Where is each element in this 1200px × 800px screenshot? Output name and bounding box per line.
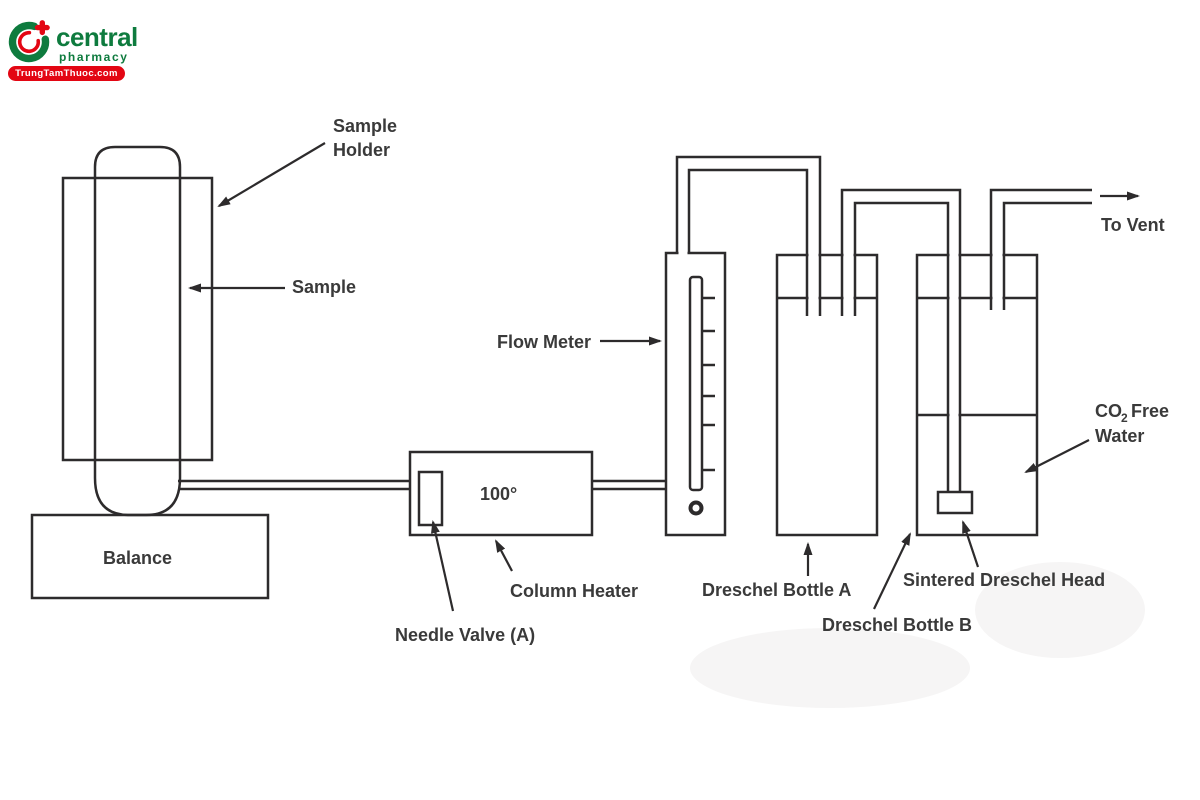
- sintered-dreschel-head-shape: [936, 490, 974, 515]
- to-vent-label: To Vent: [1101, 215, 1165, 235]
- logo-c-icon: [8, 20, 50, 63]
- sample-holder-shape: [61, 176, 214, 462]
- flow-meter-shape: [664, 251, 727, 537]
- balance-shape: [30, 513, 270, 600]
- sample-holder-label-line1: Sample: [333, 116, 397, 136]
- bottle-b-arrow: [873, 532, 911, 610]
- flow-meter-tube: [688, 275, 704, 492]
- flow-meter-label: Flow Meter: [497, 332, 591, 352]
- logo-plus-icon: [34, 20, 50, 36]
- logo-red-arc: [17, 30, 41, 54]
- background-smudge: [975, 562, 1145, 658]
- balance-label: Balance: [103, 548, 172, 568]
- pipe-sample-to-heater: [178, 479, 410, 491]
- background-smudge: [690, 628, 970, 708]
- pipe-flowmeter-to-bottle-a: [675, 155, 822, 316]
- sample-label: Sample: [292, 277, 356, 297]
- tube-mask: [843, 250, 854, 316]
- dreschel-bottle-b-shape: [915, 253, 1039, 537]
- sample-holder-arrow: [217, 142, 326, 208]
- co2-label-line2: Water: [1095, 426, 1144, 446]
- sintered-head-label: Sintered Dreschel Head: [903, 570, 1105, 590]
- pipe-bottle-a-to-bottle-b: [840, 188, 962, 492]
- logo-green-arc: [8, 21, 50, 63]
- flow-meter-float: [688, 500, 704, 516]
- column-heater-label: Column Heater: [510, 581, 638, 601]
- tube-mask: [949, 250, 959, 490]
- column-heater-shape: [408, 450, 594, 537]
- co2-label-suffix: Free: [1131, 401, 1169, 421]
- flow-meter-scale-ticks: [702, 296, 715, 472]
- logo-domain-badge: TrungTamThuoc.com: [8, 66, 125, 81]
- sample-holder-label-line2: Holder: [333, 140, 390, 160]
- tube-mask: [808, 250, 819, 316]
- co2-water-arrow: [1024, 439, 1090, 473]
- temperature-label: 100°: [480, 484, 517, 504]
- dreschel-bottle-a-label: Dreschel Bottle A: [702, 580, 851, 600]
- logo-brand-name: central: [56, 22, 138, 52]
- pipe-bottle-b-to-vent: [989, 188, 1092, 310]
- tube-mask: [992, 250, 1003, 308]
- column-heater-arrow: [495, 539, 513, 572]
- co2-label-subscript: 2: [1121, 411, 1128, 425]
- pipe-heater-to-flowmeter: [592, 479, 666, 491]
- dreschel-bottle-a-shape: [775, 253, 879, 537]
- needle-valve-arrow: [431, 520, 455, 612]
- tube-mask: [678, 249, 688, 257]
- co2-label-prefix: CO: [1095, 401, 1122, 421]
- sintered-head-arrow: [961, 520, 980, 568]
- logo-tagline: pharmacy: [59, 50, 129, 64]
- needle-valve-label: Needle Valve (A): [395, 625, 535, 645]
- dreschel-bottle-b-label: Dreschel Bottle B: [822, 615, 972, 635]
- needle-valve-shape: [417, 470, 444, 527]
